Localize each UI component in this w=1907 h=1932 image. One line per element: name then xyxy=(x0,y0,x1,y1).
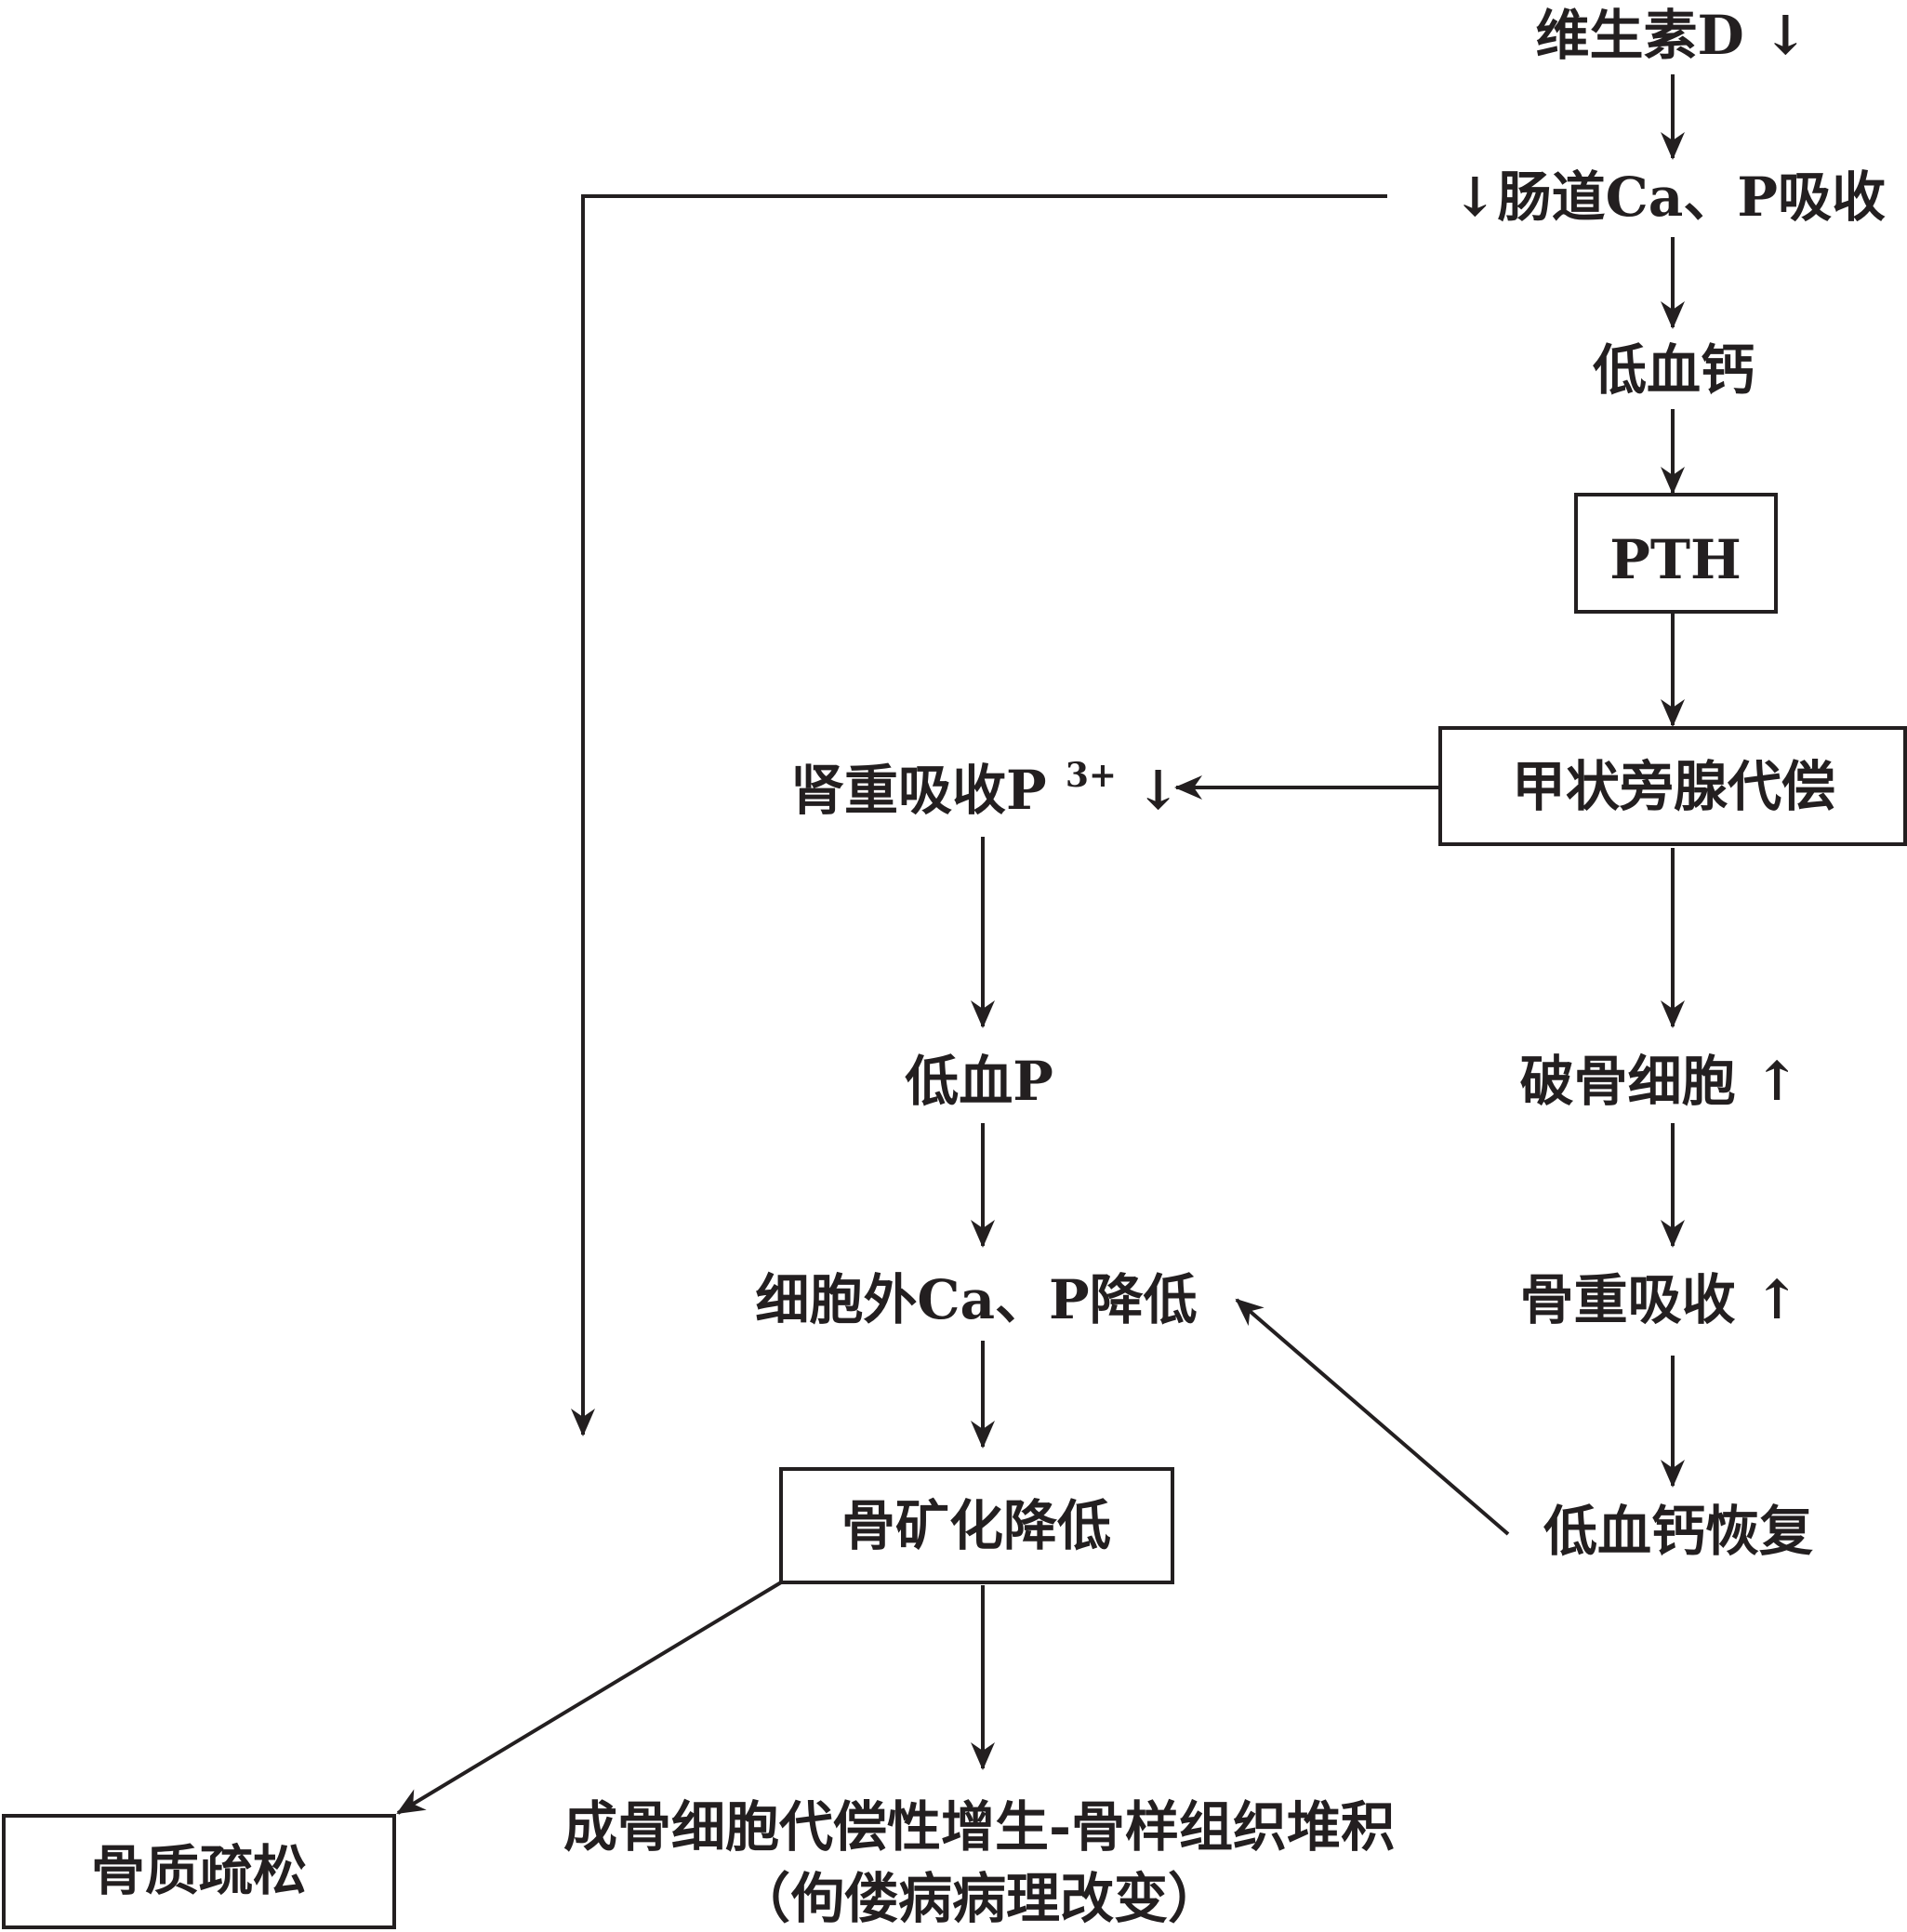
arrow-recovery-to-extracellular xyxy=(1235,1298,1510,1536)
bone-mineral-label: 骨矿化降低 xyxy=(841,1494,1111,1557)
renal-reabsorption-superscript: 3+ xyxy=(1066,756,1117,795)
arrow-bonemineral-to-osteoporosis xyxy=(396,1581,783,1815)
pth-label: PTH xyxy=(1609,528,1741,591)
renal-reabsorption-main: 肾重吸收P xyxy=(790,759,1047,822)
osteoporosis-box xyxy=(2,1814,396,1929)
gut-absorption-label: ↓肠道Ca、P吸收 xyxy=(1452,165,1886,229)
osteoblast-line1: 成骨细胞代偿性增生-骨样组织堆积 xyxy=(563,1795,1395,1859)
bone-resorption-label: 骨重吸收 ↑ xyxy=(1520,1268,1800,1331)
osteoblast-line2: （佝偻病病理改变） xyxy=(736,1867,1222,1930)
renal-reabsorption-label: 肾重吸收P 3+ ↓ xyxy=(790,736,1181,822)
osteoporosis-label: 骨质疏松 xyxy=(91,1839,307,1902)
renal-reabsorption-arrow: ↓ xyxy=(1135,759,1181,822)
low-calcium-label: 低血钙 xyxy=(1593,338,1755,402)
bone-mineral-box xyxy=(779,1467,1174,1584)
parathyroid-box xyxy=(1438,726,1907,846)
pth-box xyxy=(1574,493,1778,614)
low-phosphorus-label: 低血P xyxy=(905,1050,1053,1113)
calcium-recovery-label: 低血钙恢复 xyxy=(1543,1500,1813,1563)
extracellular-label: 细胞外Ca、P降低 xyxy=(755,1268,1197,1331)
parathyroid-label: 甲状旁腺代偿 xyxy=(1512,755,1835,818)
vitamin-d-label: 维生素D ↓ xyxy=(1535,4,1808,67)
arrow-gut-to-left-branch xyxy=(571,194,1387,1436)
osteoclast-label: 破骨细胞 ↑ xyxy=(1520,1050,1800,1113)
